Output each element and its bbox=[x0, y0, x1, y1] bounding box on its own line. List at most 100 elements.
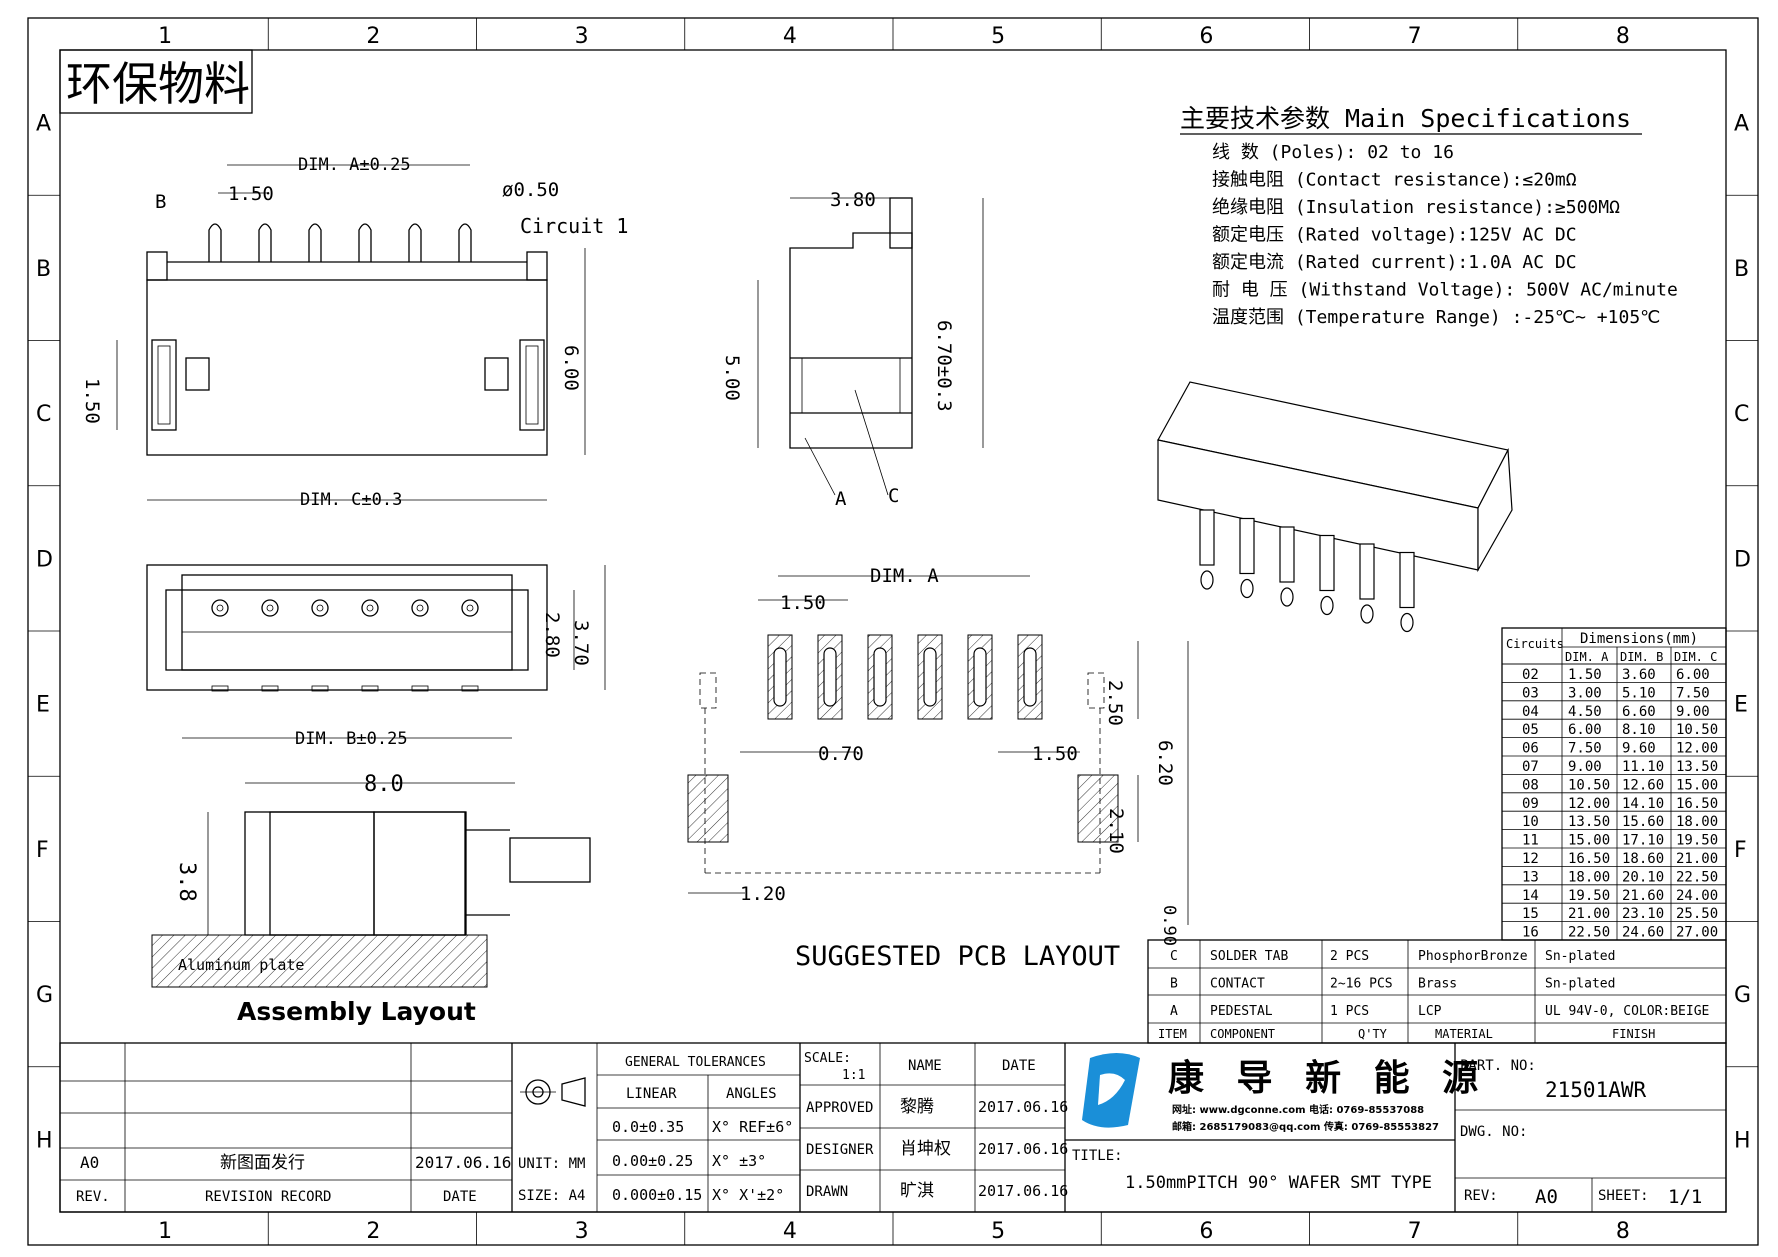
pcb-tab-w: 1.20 bbox=[740, 883, 786, 905]
tol-linear: LINEAR bbox=[626, 1086, 677, 1102]
company-logo-icon bbox=[1082, 1053, 1140, 1128]
front-pin bbox=[358, 223, 372, 262]
iso-pin bbox=[1399, 551, 1415, 609]
pcb-pad-slot bbox=[773, 647, 787, 707]
dim-table-col-c: DIM. C bbox=[1674, 650, 1717, 664]
front-height: 6.00 bbox=[560, 345, 582, 391]
sheet-label: SHEET: bbox=[1598, 1188, 1649, 1204]
dim-table-cell: 12 bbox=[1522, 851, 1539, 867]
top-pin-foot bbox=[361, 685, 379, 692]
dim-table-cell: 24.00 bbox=[1676, 888, 1718, 904]
dim-table-cell: 7.50 bbox=[1568, 741, 1602, 757]
pcb-title: SUGGESTED PCB LAYOUT bbox=[795, 941, 1120, 972]
top-pin-foot bbox=[261, 685, 279, 692]
dim-table-col-b: DIM. B bbox=[1620, 650, 1663, 664]
dim-table-cell: 04 bbox=[1522, 704, 1539, 720]
dim-table-cell: 10.50 bbox=[1676, 722, 1718, 738]
dim-table-cell: 9.00 bbox=[1676, 704, 1710, 720]
row-mark: E bbox=[36, 693, 50, 718]
dim-table-cell: 3.60 bbox=[1622, 667, 1656, 683]
dim-table-cell: 16.50 bbox=[1676, 796, 1718, 812]
spec-line: 温度范围 (Temperature Range) :-25℃~ +105℃ bbox=[1212, 307, 1660, 328]
dim-table-cell: 12.00 bbox=[1568, 796, 1610, 812]
specs-title: 主要技术参数 Main Specifications bbox=[1180, 104, 1631, 133]
pcb-dim-a: DIM. A bbox=[870, 565, 939, 587]
pcb-pad-slot bbox=[823, 647, 837, 707]
role-name: 旷淇 bbox=[900, 1181, 934, 1201]
pcb-gap: 0.90 bbox=[1159, 905, 1179, 946]
iso-pin bbox=[1359, 543, 1375, 600]
part-label: PART. NO: bbox=[1460, 1058, 1536, 1074]
dim-table-cell: 18.00 bbox=[1676, 814, 1718, 830]
gen-tol: GENERAL TOLERANCES bbox=[625, 1055, 766, 1070]
spec-line: 接触电阻 (Contact resistance):≤20mΩ bbox=[1212, 170, 1577, 191]
row-mark: A bbox=[36, 112, 51, 137]
row-mark: D bbox=[36, 547, 53, 572]
dim-table-cell: 18.00 bbox=[1568, 869, 1610, 885]
bom-cell: UL 94V-0, COLOR:BEIGE bbox=[1545, 1004, 1709, 1019]
assembly-title: Assembly Layout bbox=[237, 997, 476, 1026]
front-pin bbox=[408, 223, 422, 262]
date-header: DATE bbox=[1002, 1058, 1036, 1074]
front-pin bbox=[308, 223, 322, 262]
assembly-plate: Aluminum plate bbox=[178, 956, 304, 974]
dim-table-circuits: Circuits bbox=[1506, 637, 1564, 651]
side-label-c: C bbox=[888, 485, 899, 507]
top-pin-foot bbox=[311, 685, 329, 692]
dim-table-cell: 25.50 bbox=[1676, 906, 1718, 922]
tol-angle-value: X° X'±2° bbox=[712, 1186, 784, 1204]
column-mark: 2 bbox=[366, 24, 380, 49]
iso-pin bbox=[1199, 509, 1215, 566]
role-name: 黎腾 bbox=[900, 1097, 934, 1117]
assembly-layout: 8.0 3.8 Aluminum plate Assembly Layout bbox=[151, 772, 591, 1026]
iso-pin bbox=[1239, 517, 1255, 575]
connector-3d-view bbox=[1157, 381, 1513, 633]
dim-table-cell: 4.50 bbox=[1568, 704, 1602, 720]
dim-table-cell: 08 bbox=[1522, 777, 1539, 793]
rev-value: A0 bbox=[1535, 1186, 1558, 1208]
rev-h-rev: REV. bbox=[76, 1189, 110, 1205]
company-line-2: 邮箱: 2685179083@qq.com 传真: 0769-85553827 bbox=[1172, 1120, 1439, 1133]
top-h2: 3.70 bbox=[570, 620, 592, 666]
rev-h-record: REVISION RECORD bbox=[205, 1189, 331, 1205]
role-date: 2017.06.16 bbox=[978, 1098, 1068, 1116]
column-mark: 6 bbox=[1199, 1219, 1213, 1244]
bom-cell: Brass bbox=[1418, 977, 1457, 992]
sheet-value: 1/1 bbox=[1668, 1186, 1702, 1208]
bom-cell: PEDESTAL bbox=[1210, 1004, 1273, 1019]
main-specifications: 主要技术参数 Main Specifications 线 数 (Poles): … bbox=[1180, 104, 1678, 328]
dim-table-cell: 06 bbox=[1522, 741, 1539, 757]
role-title: DRAWN bbox=[806, 1184, 848, 1200]
iso-pin-tip bbox=[1360, 604, 1374, 624]
role-date: 2017.06.16 bbox=[978, 1182, 1068, 1200]
row-mark: B bbox=[36, 257, 51, 282]
column-mark: 8 bbox=[1616, 1219, 1630, 1244]
row-mark: B bbox=[1734, 257, 1749, 282]
front-pin bbox=[458, 223, 472, 262]
tol-angle-value: X° ±3° bbox=[712, 1152, 766, 1170]
role-title: APPROVED bbox=[806, 1100, 873, 1116]
dim-table-cell: 12.00 bbox=[1676, 741, 1718, 757]
row-mark: H bbox=[36, 1128, 53, 1153]
dim-table-cell: 22.50 bbox=[1676, 869, 1718, 885]
column-mark: 7 bbox=[1408, 1219, 1422, 1244]
top-pin bbox=[361, 599, 379, 617]
column-mark: 1 bbox=[158, 24, 172, 49]
top-view: DIM. B±0.25 2.80 3.70 bbox=[146, 564, 606, 749]
part-number: 21501AWR bbox=[1545, 1078, 1647, 1102]
scale-value: 1:1 bbox=[842, 1068, 865, 1083]
front-pin-dia: ø0.50 bbox=[502, 179, 559, 201]
dim-table-cell: 6.60 bbox=[1622, 704, 1656, 720]
pcb-total: 6.20 bbox=[1154, 740, 1176, 786]
row-mark: A bbox=[1734, 112, 1749, 137]
role-date: 2017.06.16 bbox=[978, 1140, 1068, 1158]
dim-table-cell: 19.50 bbox=[1568, 888, 1610, 904]
top-pin-center bbox=[416, 604, 424, 612]
front-pin bbox=[258, 223, 272, 262]
top-pin-center bbox=[466, 604, 474, 612]
pcb-pad-slot bbox=[873, 647, 887, 707]
dim-table-cell: 20.10 bbox=[1622, 869, 1664, 885]
dim-table-cell: 11.10 bbox=[1622, 759, 1664, 775]
pcb-pad-slot bbox=[923, 647, 937, 707]
